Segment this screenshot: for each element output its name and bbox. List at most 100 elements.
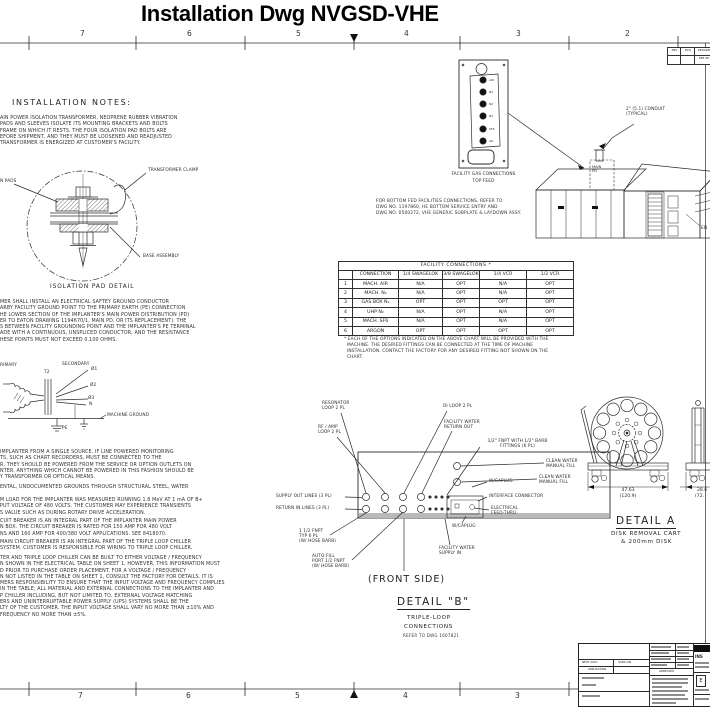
table-cell: OPT — [526, 297, 574, 309]
neutral-label: N — [89, 402, 93, 407]
cart-width-dim-mm: (120.9) — [619, 494, 637, 499]
di-loop-label: DI LOOP 2 PL — [443, 404, 473, 409]
table-cell: OPT — [398, 297, 443, 309]
notes-paragraph-4d: TER AND TRIPLE LOOP CHILLER CAN BE BUILT… — [0, 556, 225, 618]
notes-paragraph-3b: ENTAL, UNDOCUMENTED GROUNDS THROUGH STRU… — [0, 485, 189, 490]
next-assy-label: NEXT ASSY — [582, 660, 598, 664]
caplug-label-2: W/CAPLUG — [452, 524, 476, 529]
base-assembly-label: BASE ASSEMBLY — [143, 254, 180, 259]
zone-number-bottom: 7 — [78, 691, 83, 700]
table-cell: MACH. N₂ — [352, 288, 399, 299]
zone-number-bottom: 3 — [515, 691, 520, 700]
cart-width-dim: 47.63 — [621, 488, 635, 493]
table-header: 1/4 SWAGELOK — [398, 269, 443, 281]
approved-label: APPROVED — [659, 668, 675, 673]
isolation-pad-caption: ISOLATION PAD DETAIL — [50, 284, 135, 290]
table-cell: N/A — [398, 307, 443, 318]
table-cell: OPT — [479, 297, 527, 309]
notes-paragraph-4a: M LOAD FOR THE IMPLANTER WAS MEASURED RU… — [0, 498, 203, 516]
table-cell: 5 — [338, 316, 353, 327]
notes-paragraph-2: MER SHALL INSTALL AN ELECTRICAL SAFTEY G… — [0, 300, 196, 343]
table-cell: 2 — [338, 288, 353, 299]
table-cell: N/A — [479, 307, 527, 318]
table-cell: MACH. SF6 — [352, 316, 399, 327]
zone-number-top: 6 — [187, 29, 192, 38]
table-cell: 4 — [338, 307, 353, 318]
gas-panel-caption-1: FACILITY GAS CONNECTIONS — [451, 172, 516, 177]
table-cell: OPT — [526, 316, 574, 327]
primary-label: RIMARY — [0, 363, 17, 368]
rf-amp-loop-label: RF / AMP LOOP 2 PL — [318, 425, 341, 435]
table-cell: OPT — [442, 325, 480, 337]
gas-port-label: AIR — [489, 78, 495, 82]
table-cell: OPT — [442, 278, 480, 290]
drawing-title-partial: INS — [695, 654, 703, 659]
edge-cut-label: EN — [701, 226, 708, 231]
sheet-size-letter: E — [696, 675, 706, 687]
notes-paragraph-4c: MAIN CIRCUIT BREAKER IS AN INTEGRAL PART… — [0, 540, 193, 552]
detail-b-reference: REFER TO DWG 1607821 — [403, 633, 460, 638]
gas-port-label: SF6 — [489, 127, 495, 131]
gas-port-label: N2 — [489, 102, 494, 106]
table-cell: N/A — [479, 316, 527, 327]
electrical-feedthru-label: ELECTRICAL FEED-THRU — [491, 506, 519, 516]
interface-connector-label: INTERFACE CONNECTOR — [489, 494, 544, 499]
table-cell: OPT — [442, 297, 480, 309]
zone-number-top: 2 — [625, 29, 630, 38]
title-block: NEXT ASSY USED ON APPLICATION APPROVED I… — [578, 643, 710, 707]
resonator-loop-label: RESONATOR LOOP 2 PL — [322, 401, 350, 411]
table-cell: ARGON — [352, 325, 399, 337]
table-cell: OPT — [526, 307, 574, 318]
gas-port-label: AR — [489, 139, 494, 143]
barb-fittings-label: 1/2" FNPT WITH 1/2" BARB FITTINGS (6 PL) — [487, 439, 548, 449]
front-side-caption: (FRONT SIDE) — [368, 574, 446, 585]
detail-b-subtitle-1: TRIPLE-LOOP — [407, 615, 451, 621]
caplug-label-1: W/CAPLUG — [489, 479, 513, 484]
table-title: FACILITY CONNECTIONS * — [338, 261, 574, 271]
transformer-clamp-label: TRANSFORMER CLAMP — [148, 168, 199, 173]
table-cell: N/A — [479, 278, 527, 290]
table-cell: N/A — [398, 316, 443, 327]
table-cell: OPT — [479, 325, 527, 337]
table-cell: OPT — [526, 288, 574, 299]
bottom-fed-note: FOR BOTTOM FED FACILITIES CONNECTIONS, R… — [376, 199, 522, 216]
detail-b-subtitle-2: CONNECTIONS — [404, 624, 454, 630]
table-header: CONNECTION — [352, 269, 399, 281]
clean-water-fill-label-1: CLEAN WATER MANUAL FILL — [546, 459, 578, 469]
phase1-label: Ø1 — [91, 367, 98, 372]
table-cell: OPT — [442, 316, 480, 327]
table-header: 1/2 VCR — [526, 269, 574, 281]
return-in-label: RETURN IN LINES (3 PL) — [276, 506, 330, 511]
table-cell: OPT — [526, 325, 574, 337]
conduit-label: 2" (5.1) CONDUIT (TYPICAL) — [626, 107, 666, 117]
notes-paragraph-4b: CUIT BREAKER IS AN INTEGRAL PART OF THE … — [0, 519, 177, 537]
revision-block: REV ECO DESCRIP SEE SH — [667, 47, 710, 66]
application-label: APPLICATION — [588, 667, 607, 671]
notes-paragraph-1: AIN POWER ISOLATION TRANSFORMER, NEOPREN… — [0, 116, 178, 147]
table-header: 1/4 VCR — [479, 269, 527, 281]
table-footnote: * EACH OF THE OPTIONS INDICATED ON THE A… — [344, 337, 549, 360]
supply-out-label: SUPPLY OUT LINES (3 PL) — [276, 494, 332, 499]
table-cell: N/A — [479, 288, 527, 299]
table-cell: UHP N₂ — [352, 307, 399, 318]
pe-label: PE — [62, 426, 68, 431]
table-cell: OPT — [442, 288, 480, 299]
clean-water-fill-label-2: CLEAN WATER MANUAL FILL — [539, 475, 571, 485]
company-logo — [694, 645, 710, 652]
detail-b-title: DETAIL "B" — [397, 596, 470, 610]
zone-number-top: 3 — [516, 29, 521, 38]
zone-number-top: 7 — [80, 29, 85, 38]
installation-notes-heading: INSTALLATION NOTES: — [12, 98, 132, 107]
facility-water-supply-label: FACILITY WATER SUPPLY IN — [439, 546, 475, 556]
gas-port-label: N2 — [489, 90, 494, 94]
table-cell: 6 — [338, 325, 353, 337]
detail-a-title: DETAIL A — [616, 515, 676, 529]
phase3-label: Ø3 — [88, 396, 95, 401]
table-cell: OPT — [526, 278, 574, 290]
table-header: 3/8 SWAGELOK — [442, 269, 480, 281]
